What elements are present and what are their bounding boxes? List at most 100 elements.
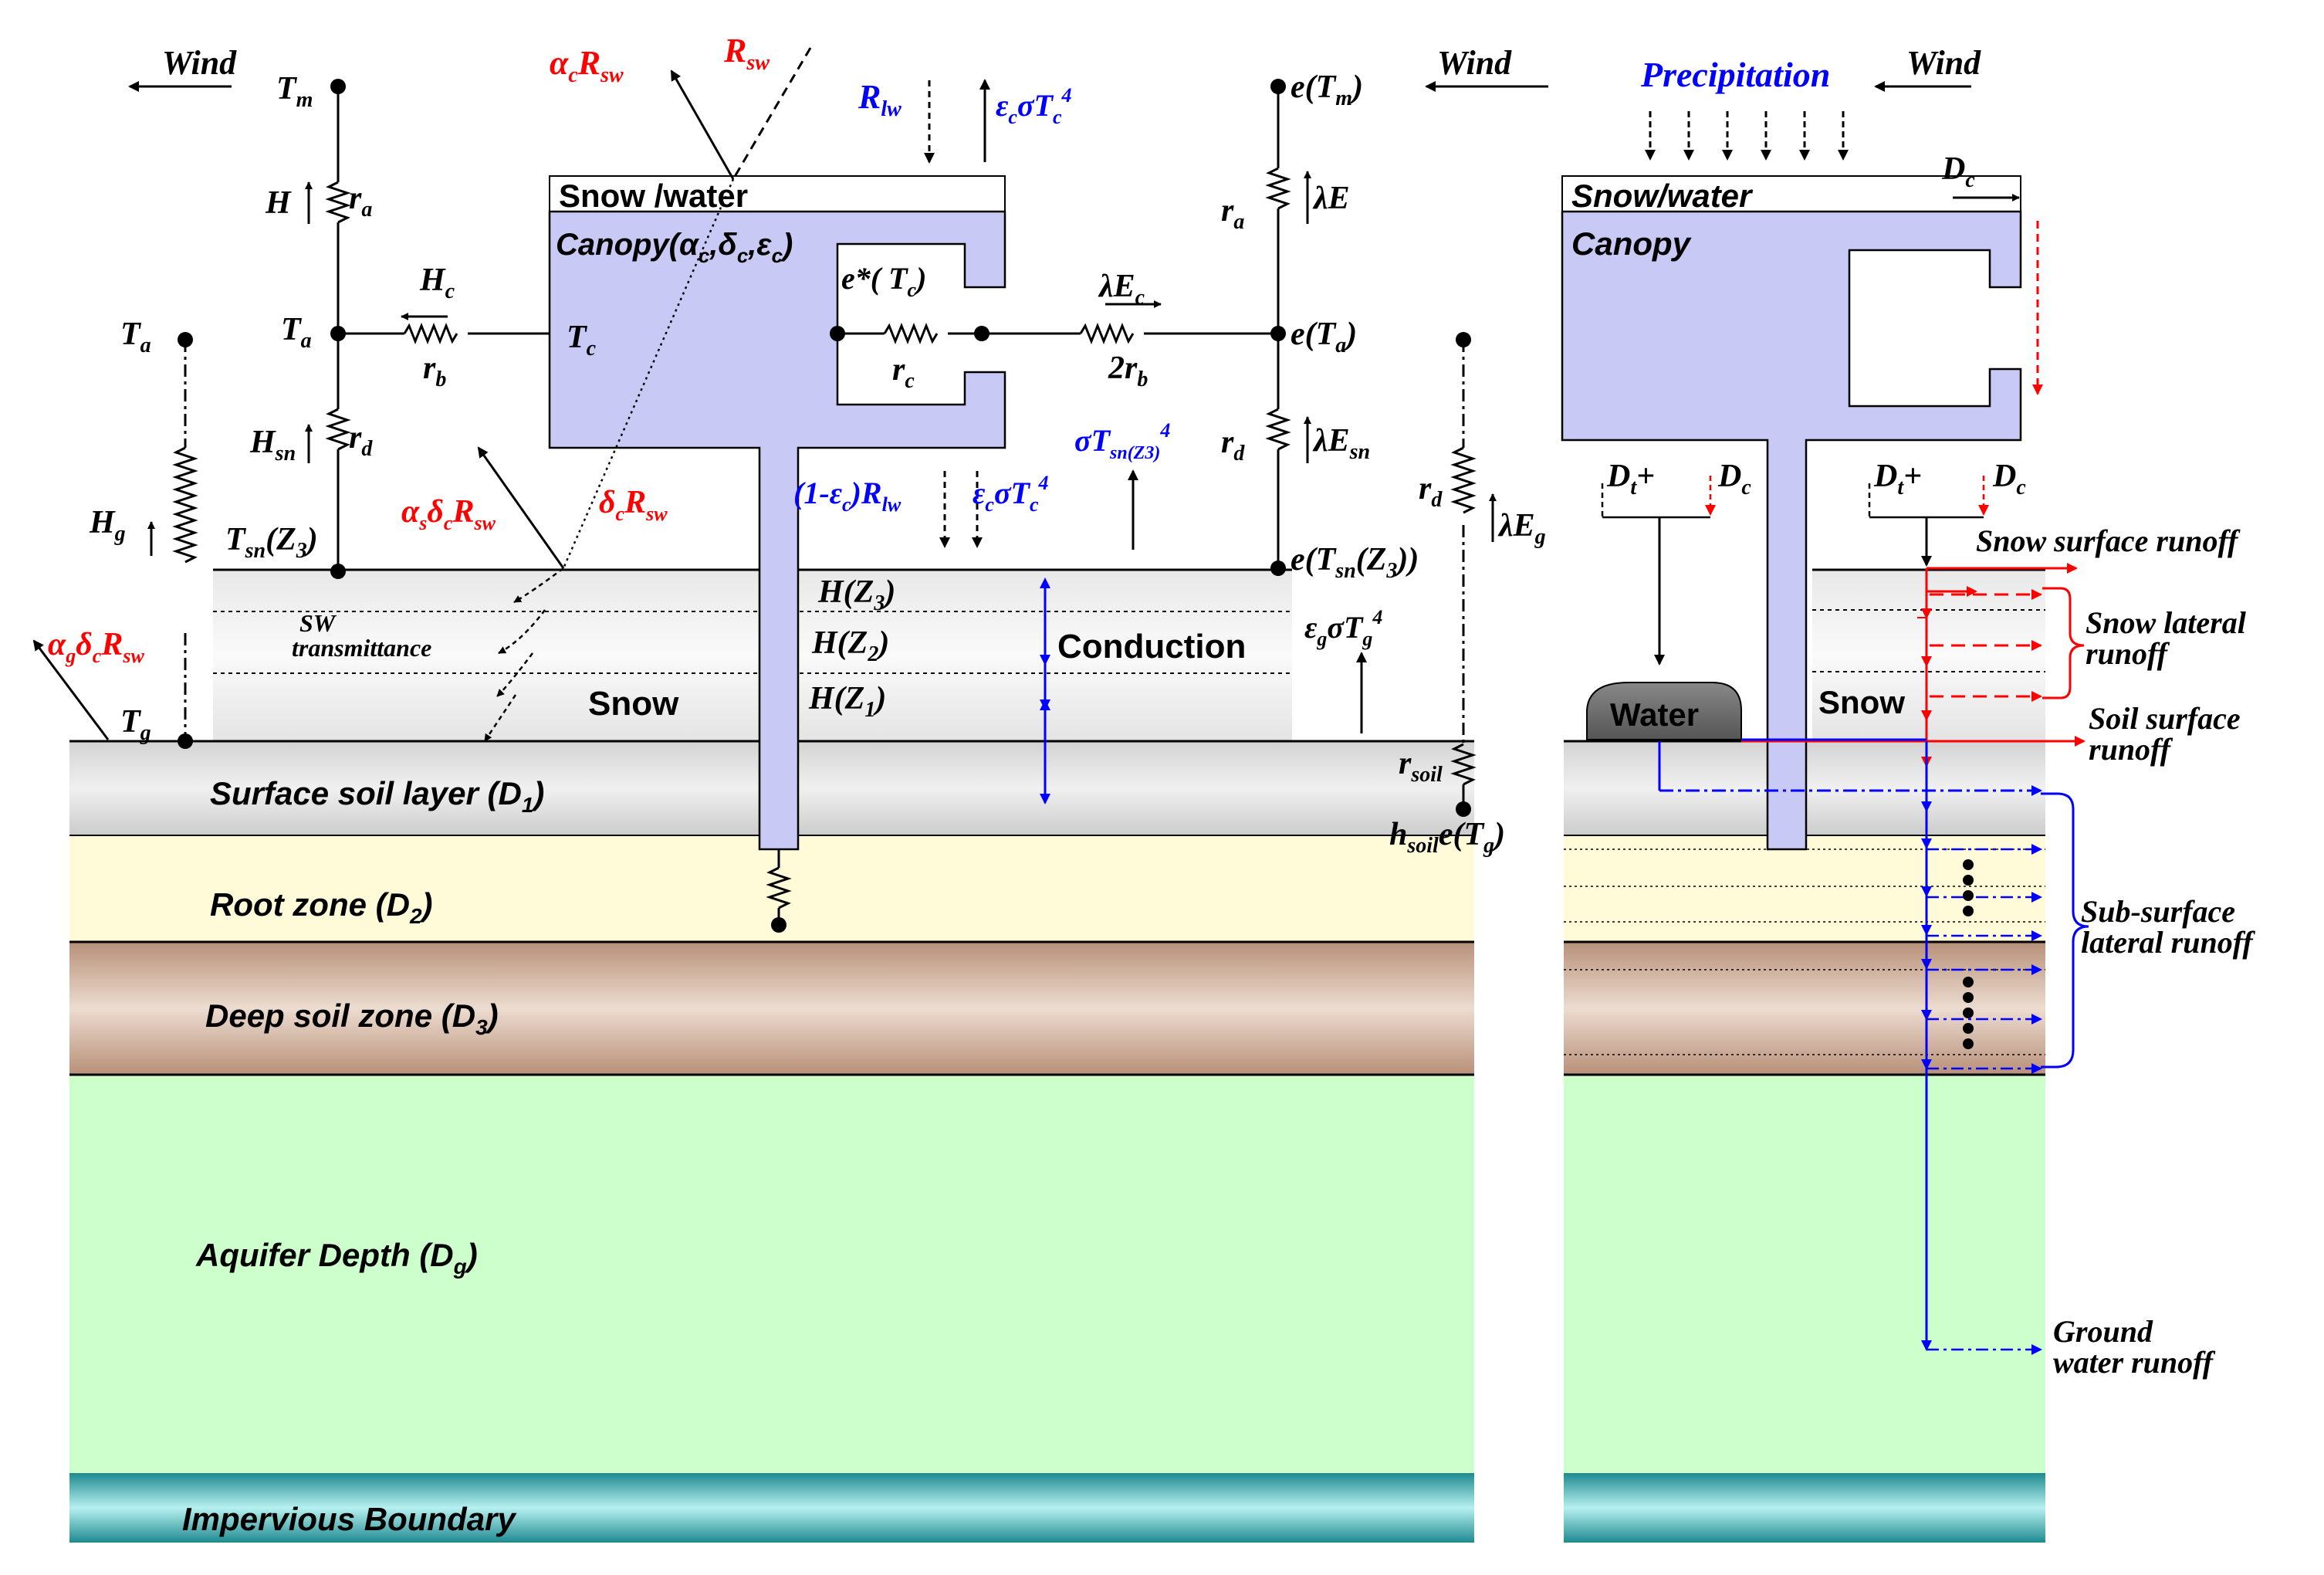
snow-lateral-label-2: runoff <box>2086 636 2170 671</box>
eg-bottom-node <box>1456 801 1471 817</box>
water-label: Water <box>1610 696 1699 733</box>
rsw-top-label: Rsw <box>723 32 770 75</box>
agdc-rsw-label: αgδcRsw <box>48 627 144 667</box>
lec-label: λEc <box>1098 269 1145 310</box>
dc-top-label: Dc <box>1941 151 1975 192</box>
stem-node <box>771 917 787 933</box>
tc-label: Tc <box>567 320 597 361</box>
rd-right-label: rd <box>1221 425 1245 466</box>
runoff-arrows <box>1658 563 2089 1355</box>
wind-label-right: Wind <box>1906 44 1981 82</box>
le-label: λE <box>1312 181 1350 216</box>
stem-resistor <box>766 866 792 909</box>
rsoil-label: rsoil <box>1399 746 1443 787</box>
aquifer-layer <box>69 1075 1474 1473</box>
ra-label: ra <box>349 181 372 222</box>
etm-label: e(Tm) <box>1291 69 1363 110</box>
node-rc-right <box>974 326 989 341</box>
subsurface-label-2: lateral runoff <box>2081 925 2255 960</box>
ac-rsw-label: αcRsw <box>550 44 624 87</box>
aquifer-label: Aquifer Depth (Dg) <box>195 1237 478 1279</box>
snow-lateral-label-1: Snow lateral <box>2086 605 2247 640</box>
right-snow-water-label: Snow/water <box>1571 178 1754 214</box>
deep-soil-label: Deep soil zone (D3) <box>205 998 499 1039</box>
ta-node <box>330 326 346 341</box>
tsn-label: Tsn(Z3) <box>225 522 318 563</box>
groundwater-label-1: Ground <box>2053 1314 2153 1349</box>
subsurface-label-1: Sub-surface <box>2081 894 2235 929</box>
root-zone-label: Root zone (D2) <box>210 886 433 928</box>
two-rb-label: 2rb <box>1108 351 1148 391</box>
ta2-label: Ta <box>120 317 151 357</box>
etsn-node <box>1270 561 1286 576</box>
precipitation-arrows <box>1645 111 1849 161</box>
hz2-label: H(Z2) <box>811 625 889 666</box>
h-label: H <box>265 185 292 221</box>
rd-g-label: rd <box>1419 471 1443 512</box>
asdc-rsw-label: αsδcRsw <box>401 494 496 534</box>
groundwater-label-2: water runoff <box>2053 1345 2216 1380</box>
canopy-body <box>548 210 1006 851</box>
canopy-snow-water-label: Snow /water <box>559 178 748 214</box>
ground-heat-network <box>172 340 198 741</box>
soil-surface-label-2: runoff <box>2089 732 2173 767</box>
rb-label: rb <box>423 351 446 391</box>
sensible-heat-network <box>325 86 550 571</box>
stsn-label: σTsn(Z3)4 <box>1074 419 1170 463</box>
snow-layer <box>213 570 1292 741</box>
hc-label: Hc <box>419 262 455 303</box>
ta2-node <box>178 332 193 347</box>
snow-left-label: Snow <box>588 685 679 723</box>
canopy-label: Canopy(αc,δc,εc) <box>556 228 793 267</box>
surface-soil-label: Surface soil layer (D1) <box>210 775 544 817</box>
layer-dots <box>1963 859 1974 1049</box>
tm-node <box>330 79 346 94</box>
hz3-label: H(Z3) <box>817 574 895 615</box>
tg-label: Tg <box>120 704 151 745</box>
dc-right-label: Dc <box>1992 459 2026 500</box>
ecst2-label: εcσTc4 <box>973 472 1049 516</box>
oneminus-label: (1-εc)Rlw <box>793 476 902 516</box>
dt-left-label: Dt+ <box>1606 459 1655 500</box>
leg-label: λEg <box>1497 508 1546 549</box>
tsn-node <box>330 564 346 579</box>
dt-right-label: Dt+ <box>1873 459 1922 500</box>
tg-node <box>178 733 193 749</box>
impervious-label: Impervious Boundary <box>182 1501 517 1537</box>
snow-right-label: Snow <box>1818 684 1905 720</box>
sw-label: SW <box>299 609 337 637</box>
sw-transmittance-label: transmittance <box>292 634 431 662</box>
wind-label-left: Wind <box>162 44 237 82</box>
precipitation-label: Precipitation <box>1640 55 1830 94</box>
conduction-label: Conduction <box>1057 628 1246 666</box>
impervious-layer <box>69 1473 1474 1543</box>
dc-left-label: Dc <box>1717 459 1751 500</box>
rd-label: rd <box>349 420 373 461</box>
etm-node <box>1270 79 1286 94</box>
wind-label-mid: Wind <box>1437 44 1512 82</box>
canopy-left <box>548 175 1006 851</box>
water-puddle <box>1586 682 1742 740</box>
tm-label: Tm <box>276 71 313 112</box>
hsn-label: Hsn <box>249 425 296 466</box>
lesn-label: λEsn <box>1312 423 1370 464</box>
ra-right-label: ra <box>1221 193 1244 234</box>
estar-label: e*( Tc) <box>841 261 926 301</box>
hz1-label: H(Z1) <box>808 681 886 722</box>
eta-node <box>1270 326 1286 341</box>
soil-surface-label-1: Soil surface <box>2089 701 2241 736</box>
rc-label: rc <box>892 352 915 393</box>
canopy-snow-water-box <box>549 175 1006 212</box>
eg-top-node <box>1456 332 1471 347</box>
eta-label: e(Ta) <box>1291 317 1357 357</box>
right-canopy-label: Canopy <box>1571 225 1693 262</box>
etsn-label: e(Tsn(Z3)) <box>1291 542 1419 583</box>
hsoil-label: hsoile(Tg) <box>1389 817 1505 858</box>
egst-label: εgσTg4 <box>1304 606 1382 650</box>
right-canopy-body <box>1561 210 2022 851</box>
deep-soil-layer <box>69 942 1474 1075</box>
node-estar <box>830 326 845 341</box>
hg-label: Hg <box>89 505 126 546</box>
ecst-top-label: εcσTc4 <box>996 84 1072 128</box>
